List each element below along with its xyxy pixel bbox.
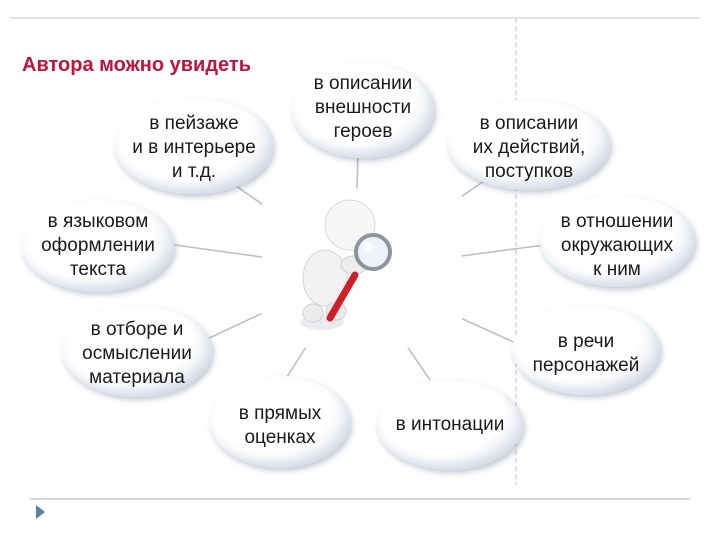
bubble-actions [448, 100, 610, 190]
bubble-attitude [540, 195, 695, 287]
label-evaluations: в прямых оценках [238, 403, 322, 448]
bubble-appearance [292, 62, 434, 158]
diagram-title: Автора можно увидеть [22, 54, 251, 76]
figure-with-magnifier-icon [262, 188, 462, 348]
label-intonation: в интонации [395, 414, 505, 435]
triangle-arrow-icon [36, 505, 45, 519]
label-language: в языковом оформлении текста [41, 211, 155, 280]
bubble-selection [62, 305, 212, 397]
label-actions: в описании их действий, поступков [472, 113, 586, 182]
label-attitude: в отношении окружающих к ним [560, 211, 674, 280]
label-appearance: в описании внешности героев [313, 73, 413, 142]
bubble-speech [512, 305, 660, 395]
bubble-landscape [115, 98, 273, 194]
label-speech: в речи персонажей [532, 331, 640, 376]
bubble-evaluations [210, 376, 350, 468]
label-landscape: в пейзаже и в интерьере и т.д. [132, 113, 256, 182]
bubble-language [22, 200, 174, 292]
label-selection: в отборе и осмыслении материала [82, 319, 192, 388]
bubble-intonation [377, 380, 523, 470]
